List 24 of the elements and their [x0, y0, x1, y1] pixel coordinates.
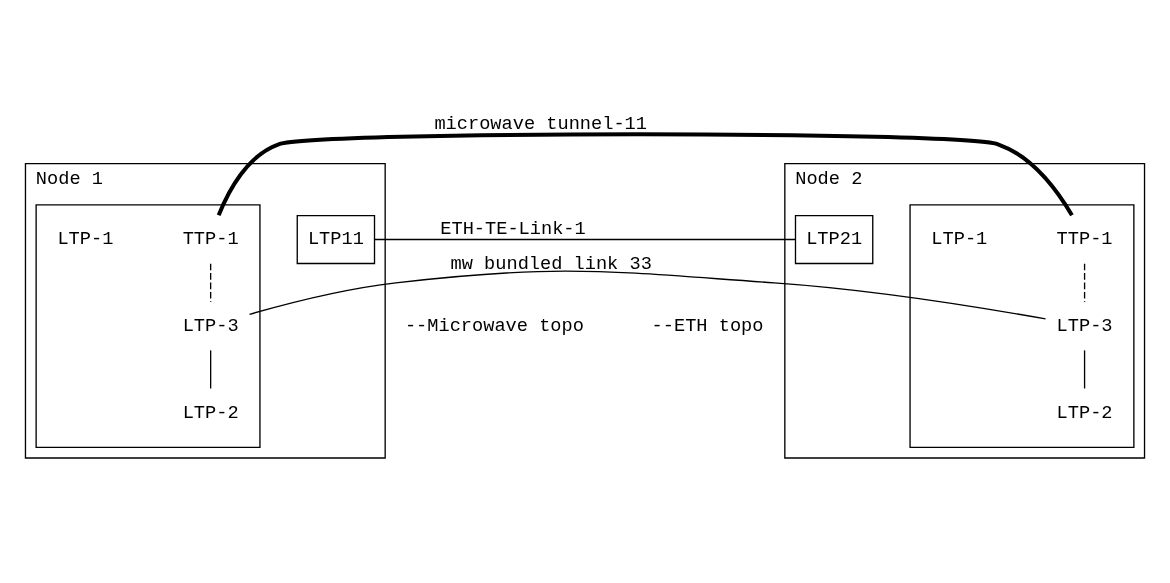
- node-text: LTP-1: [931, 228, 988, 251]
- connector: [210, 349, 212, 390]
- edge-label: microwave tunnel-11: [434, 113, 647, 136]
- connector: [374, 238, 796, 241]
- connector: [210, 263, 212, 303]
- edge-label: ETH-TE-Link-1: [440, 218, 586, 241]
- label: --Microwave topo: [404, 315, 584, 338]
- connector: [1083, 349, 1086, 390]
- node-text: LTP-1: [57, 228, 114, 251]
- node-text: TTP-1: [182, 228, 239, 251]
- node-box: LTP11: [296, 214, 376, 265]
- cluster: [35, 204, 261, 449]
- connector: [1083, 263, 1086, 303]
- connector: [216, 132, 1074, 217]
- node-text: LTP-2: [182, 401, 239, 424]
- label: --ETH topo: [651, 315, 764, 338]
- node-box: LTP21: [794, 214, 874, 265]
- node-text: LTP-3: [182, 315, 239, 338]
- node-text: LTP-3: [1056, 315, 1113, 338]
- node-text: LTP-2: [1056, 401, 1113, 424]
- node-text: TTP-1: [1056, 228, 1113, 251]
- connector: [248, 270, 1047, 320]
- cluster: [909, 204, 1135, 449]
- edge-label: mw bundled link 33: [450, 253, 652, 276]
